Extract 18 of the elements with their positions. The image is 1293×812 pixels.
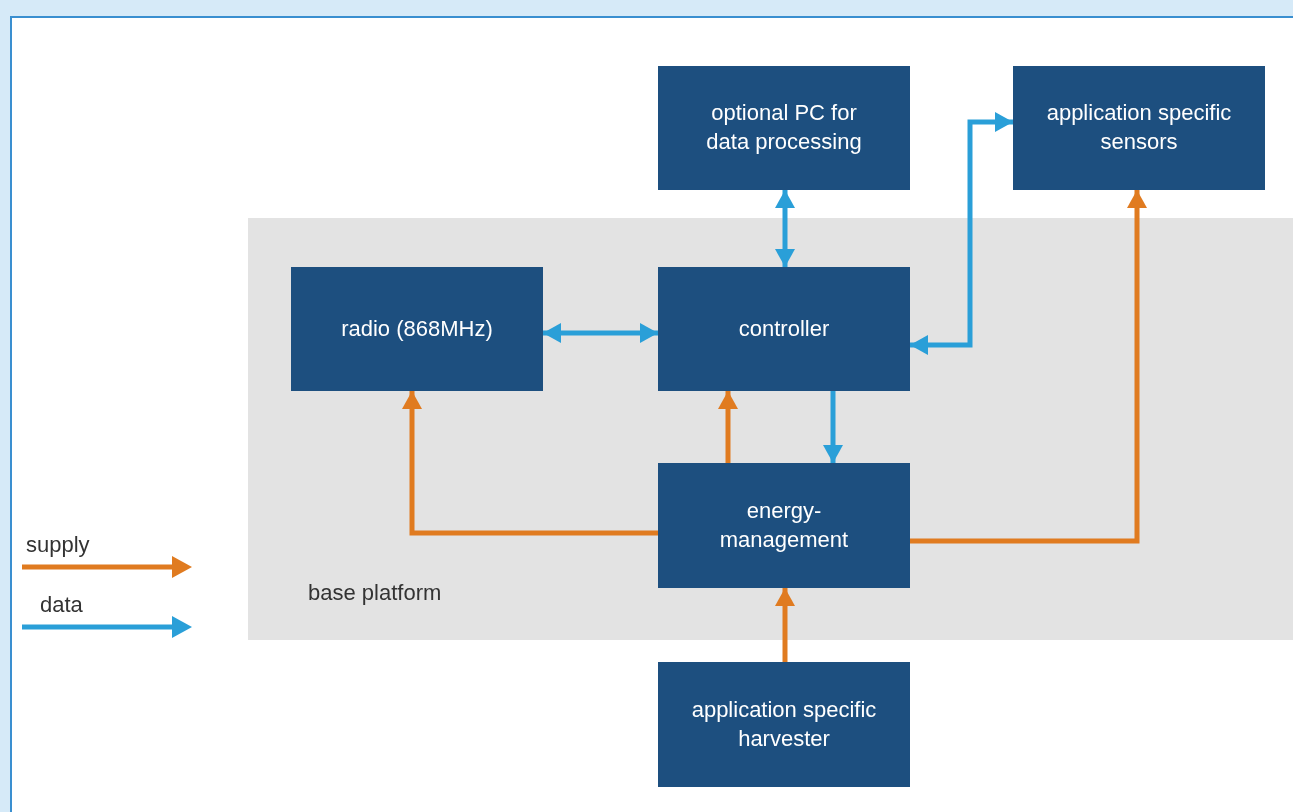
block-box: optional PC for data processing [658, 66, 910, 190]
legend-label: data [40, 592, 83, 618]
platform-band [248, 218, 1293, 640]
arrow [402, 391, 658, 536]
arrow [775, 190, 795, 267]
arrow [775, 588, 795, 662]
arrow [910, 190, 1147, 544]
block-box: application specific sensors [1013, 66, 1265, 190]
block-box: energy-management [658, 463, 910, 588]
arrow [910, 112, 1013, 355]
legend-label: supply [26, 532, 90, 558]
block-box: controller [658, 267, 910, 391]
block-box: radio (868MHz) [291, 267, 543, 391]
arrow [543, 323, 658, 343]
arrow [718, 391, 738, 463]
band-label: base platform [308, 580, 442, 606]
arrow [823, 391, 843, 463]
block-box: application specific harvester [658, 662, 910, 787]
